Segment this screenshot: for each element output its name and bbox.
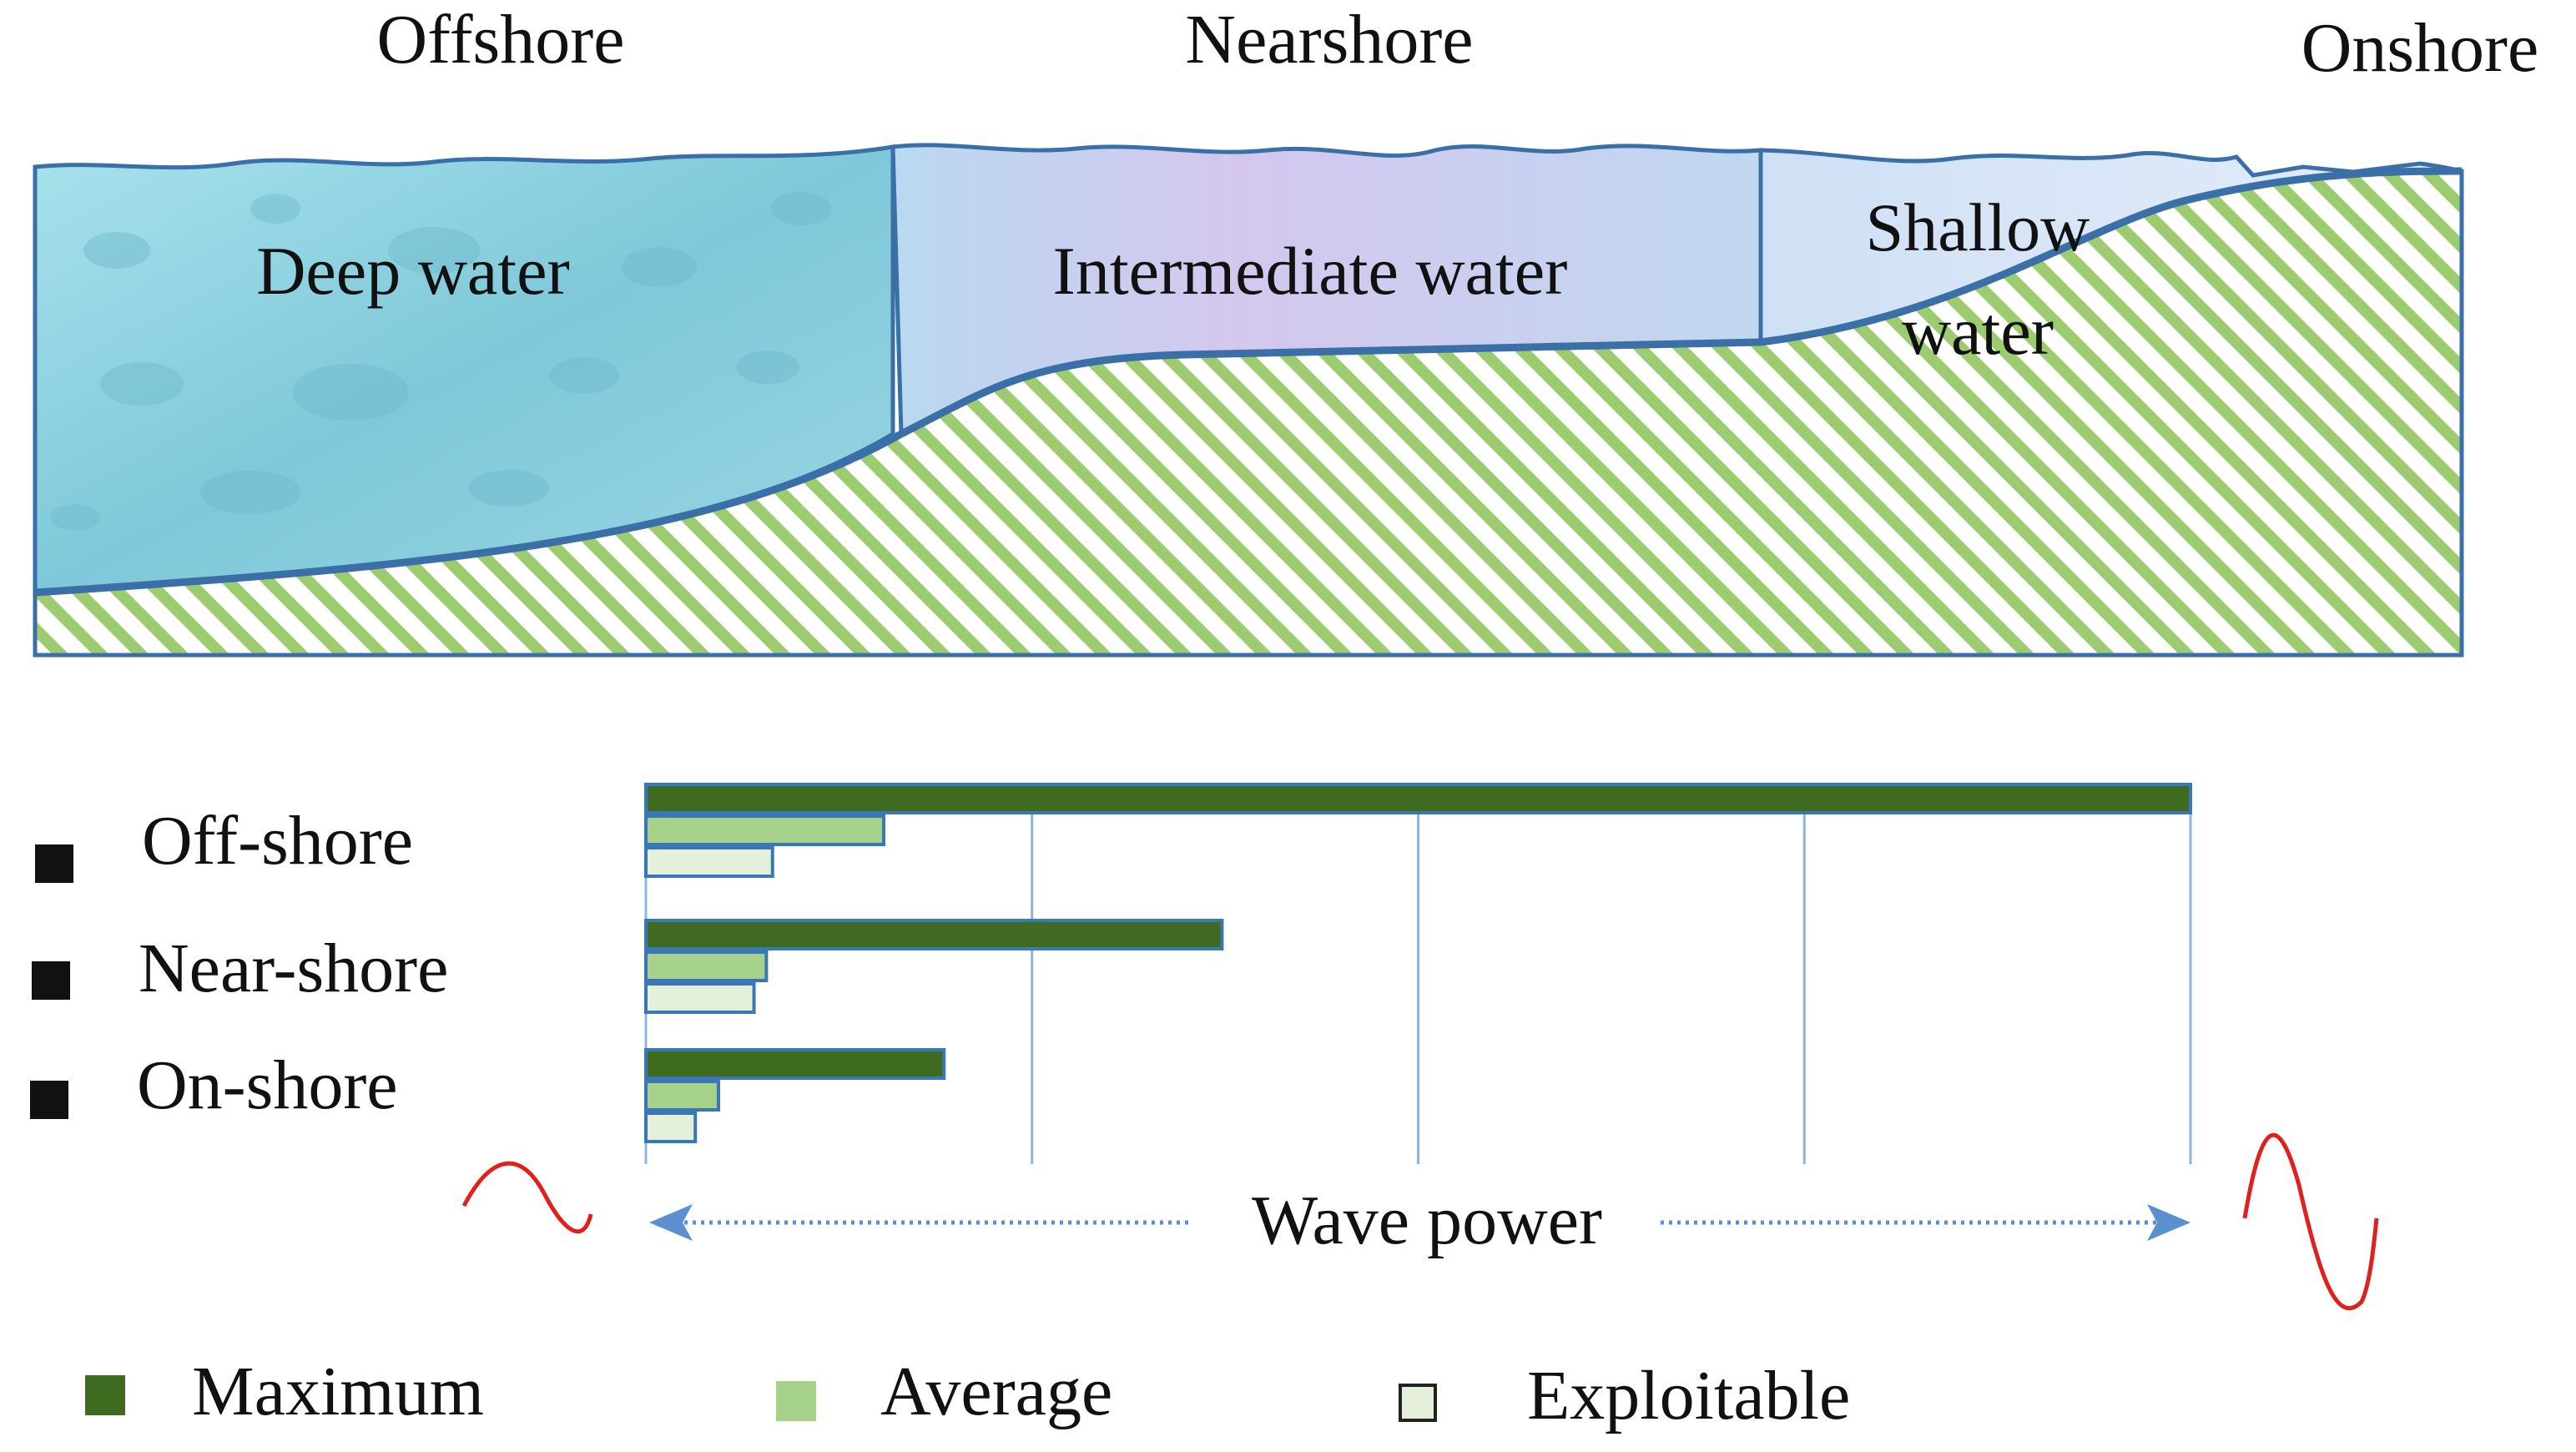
region-label-intermediate-water: Intermediate water	[1053, 233, 1568, 309]
legend-maximum-swatch	[85, 1375, 125, 1415]
legend-maximum-label: Maximum	[192, 1353, 484, 1430]
wave-power-label: Wave power	[1252, 1182, 1602, 1259]
category-label-2: On-shore	[137, 1046, 398, 1124]
bar-maximum-2	[644, 1048, 946, 1080]
bar-exploitable-2	[644, 1112, 698, 1143]
legend-average-swatch	[776, 1381, 816, 1421]
zone-label-offshore: Offshore	[376, 1, 624, 78]
zone-label-onshore: Onshore	[2301, 9, 2539, 87]
region-label-deep-water: Deep water	[256, 233, 570, 309]
bar-exploitable-1	[644, 982, 756, 1014]
seabed-boundary-line	[34, 167, 2463, 597]
region-label-shallow-line2: water	[1902, 293, 2054, 369]
legend-exploitable-label: Exploitable	[1527, 1357, 1850, 1434]
bar-maximum-1	[644, 919, 1224, 950]
category-bullet-1	[32, 961, 70, 1000]
category-label-0: Off-shore	[142, 802, 413, 880]
bar-average-2	[644, 1080, 720, 1112]
bar-average-1	[644, 950, 769, 982]
legend-exploitable-swatch	[1399, 1384, 1437, 1422]
category-bullet-0	[35, 844, 73, 883]
category-bullet-2	[30, 1081, 68, 1119]
large-sine-wave-icon	[2242, 1132, 2379, 1311]
wave-power-axis-arrow: Wave power	[649, 1182, 2190, 1259]
region-label-shallow-line1: Shallow	[1866, 189, 2090, 265]
legend-average-label: Average	[880, 1353, 1112, 1430]
category-label-1: Near-shore	[139, 930, 448, 1007]
small-sine-wave-icon	[461, 1161, 593, 1234]
bar-maximum-0	[644, 783, 2192, 814]
zone-label-nearshore: Nearshore	[1185, 1, 1473, 78]
arrow-head-right-icon	[2147, 1204, 2190, 1241]
bar-exploitable-0	[644, 846, 774, 878]
bar-average-0	[644, 814, 886, 846]
arrow-head-left-icon	[649, 1204, 693, 1241]
water-droplet-texture	[50, 192, 831, 531]
legend: Maximum Average Exploitable	[85, 1353, 1850, 1434]
